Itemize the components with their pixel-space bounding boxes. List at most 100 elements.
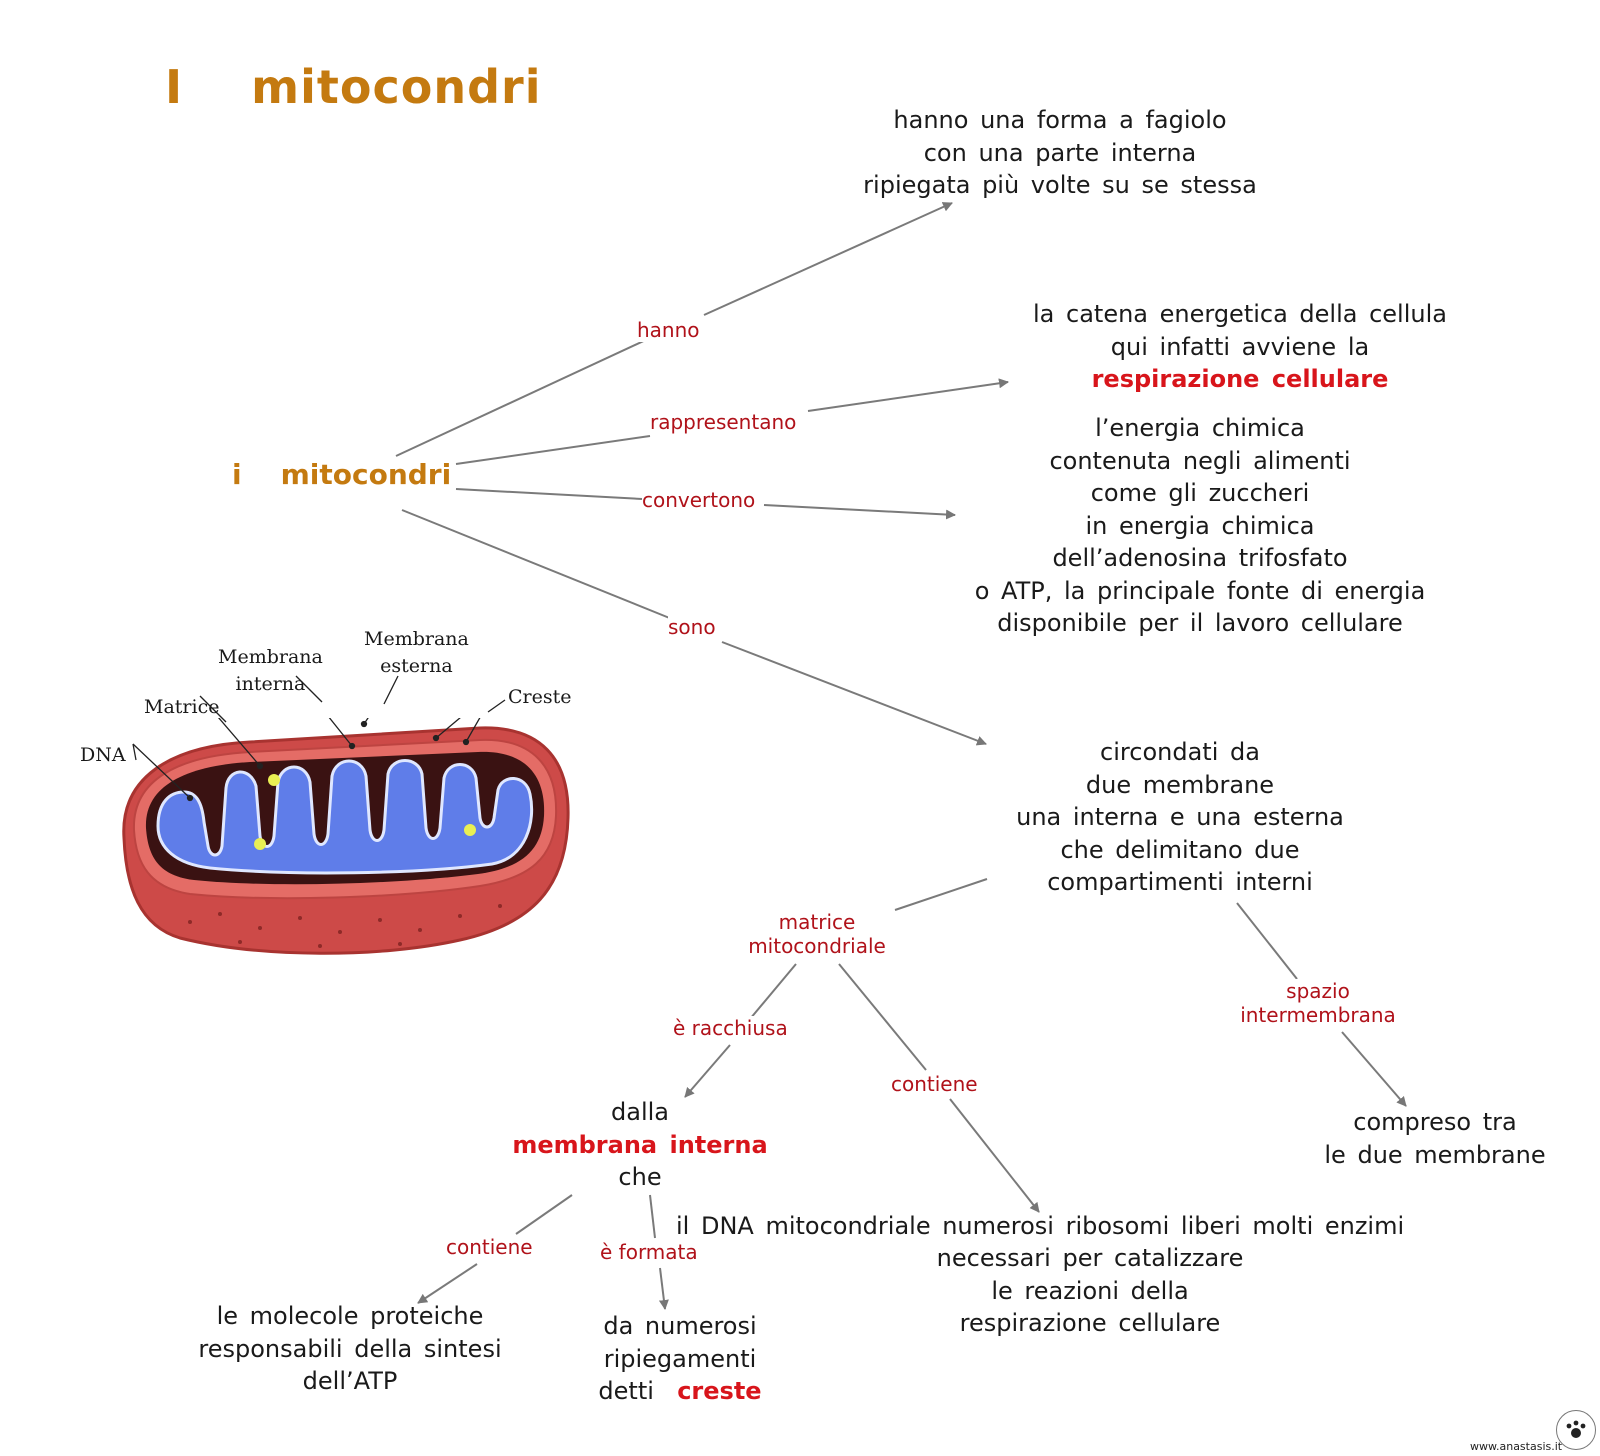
node-dna-ribosomi-enzimi: il DNA mitocondriale numerosi ribosomi l… xyxy=(676,1212,1405,1240)
label-matrice: Matrice xyxy=(144,696,220,718)
node-contenuti-matrice: il DNA mitocondriale numerosi ribosomi l… xyxy=(676,1210,1506,1243)
supermappe-logo xyxy=(1556,1410,1596,1450)
edge-convertono-line-a xyxy=(455,488,643,500)
label-creste: Creste xyxy=(508,686,572,708)
node-catena-highlight: respirazione cellulare xyxy=(1091,365,1389,393)
node-energia-chimica: l’energia chimica contenuta negli alimen… xyxy=(950,412,1450,640)
edge-rappresentano-line-a xyxy=(455,435,651,465)
node-energia-line6: o ATP, la principale fonte di energia xyxy=(974,576,1426,605)
node-forma-line1: hanno una forma a fagiolo xyxy=(893,106,1227,134)
edge-formata-line xyxy=(649,1194,656,1239)
node-numerosi-line1: da numerosi xyxy=(603,1312,757,1340)
node-creste-prefix: detti xyxy=(598,1377,654,1405)
node-membrane-line5: compartimenti interni xyxy=(1047,868,1313,896)
edge-contiene-right-arrow xyxy=(949,1098,1040,1213)
node-enzimi-line1: necessari per catalizzare xyxy=(936,1244,1244,1272)
edge-hanno-arrow xyxy=(703,202,953,316)
edge-formata-arrow xyxy=(658,1267,669,1310)
node-energia-line1: l’energia chimica xyxy=(1095,414,1305,442)
node-membrana-interna: dalla membrana interna che xyxy=(490,1096,790,1194)
node-molecole-line1: le molecole proteiche xyxy=(216,1302,484,1330)
center-node-mitocondri: i mitocondri xyxy=(232,458,452,491)
edge-spazio-arrow xyxy=(1341,1031,1407,1107)
edge-label-matrice-line1: matrice xyxy=(778,910,856,934)
node-energia-line5: dell’adenosina trifosfato xyxy=(1052,544,1348,572)
node-membrane-line1: circondati da xyxy=(1100,738,1260,766)
edge-matrice-line xyxy=(894,878,988,911)
node-enzimi-descrizione: necessari per catalizzare le reazioni de… xyxy=(920,1242,1260,1340)
node-molecole-line2: responsabili della sintesi xyxy=(198,1334,502,1363)
edge-sono-arrow xyxy=(721,641,987,746)
node-energia-line7: disponibile per il lavoro cellulare xyxy=(997,609,1403,637)
granule-3 xyxy=(464,824,476,836)
edge-label-contiene-right: contiene xyxy=(891,1072,978,1096)
granule-1 xyxy=(268,774,280,786)
node-membrana-interna-highlight: membrana interna xyxy=(512,1130,768,1159)
footer-url[interactable]: www.anastasis.it xyxy=(1470,1440,1563,1453)
edge-label-matrice-mitocondriale: matrice mitocondriale xyxy=(742,910,892,958)
edge-label-formata: è formata xyxy=(600,1240,698,1264)
node-catena-line1: la catena energetica della cellula xyxy=(1033,300,1447,328)
node-catena-line2: qui infatti avviene la xyxy=(1110,332,1370,361)
node-membrane-line3: una interna e una esterna xyxy=(1016,803,1344,831)
node-energia-line2: contenuta negli alimenti xyxy=(1049,446,1351,475)
node-che: che xyxy=(618,1163,662,1191)
node-forma-line2: con una parte interna xyxy=(923,138,1197,167)
surface-dots xyxy=(188,904,502,948)
node-enzimi-line2: le reazioni della xyxy=(991,1276,1189,1305)
edge-contiene-left-line xyxy=(515,1194,573,1235)
edge-label-convertono: convertono xyxy=(642,488,756,512)
node-molecole-line3: dell’ATP xyxy=(302,1367,398,1395)
edge-label-spazio-intermembrana: spazio intermembrana xyxy=(1233,979,1403,1027)
edge-racchiusa-arrow xyxy=(684,1044,731,1098)
edge-label-rappresentano: rappresentano xyxy=(650,410,797,434)
edge-label-spazio-line2: intermembrana xyxy=(1240,1003,1396,1027)
edge-label-sono: sono xyxy=(668,615,716,639)
edge-spazio-line xyxy=(1236,902,1298,980)
edge-racchiusa-line xyxy=(749,963,797,1020)
edge-label-matrice-line2: mitocondriale xyxy=(748,934,886,958)
matrix-cristae-shape xyxy=(156,759,534,875)
label-membrana-interna-line1: Membrana xyxy=(218,646,323,668)
node-energia-line4: in energia chimica xyxy=(1085,511,1315,540)
node-forma-line3: ripiegata più volte su se stessa xyxy=(863,171,1257,199)
node-creste-highlight: creste xyxy=(677,1377,762,1405)
edge-label-racchiusa: è racchiusa xyxy=(673,1016,788,1040)
label-membrana-esterna: Membrana esterna xyxy=(364,626,469,680)
edge-hanno-line-a xyxy=(395,337,651,457)
node-numerosi-line2: ripiegamenti xyxy=(603,1344,757,1373)
node-dalla: dalla xyxy=(611,1098,669,1126)
node-ripiegamenti-creste: da numerosi ripiegamenti detti creste xyxy=(555,1310,805,1408)
edge-label-spazio-line1: spazio xyxy=(1286,979,1350,1003)
edge-rappresentano-arrow xyxy=(807,378,1009,412)
edge-label-hanno: hanno xyxy=(637,318,700,342)
edge-label-contiene-left: contiene xyxy=(446,1235,533,1259)
label-membrana-esterna-line2: esterna xyxy=(380,655,453,677)
node-creste-line: detti creste xyxy=(555,1375,805,1408)
edge-convertono-arrow xyxy=(763,504,956,520)
label-membrana-esterna-line1: Membrana xyxy=(364,628,469,650)
node-energia-line3: come gli zuccheri xyxy=(1090,479,1310,507)
mitochondrion-illustration xyxy=(122,718,570,955)
node-membrane-line4: che delimitano due xyxy=(1060,835,1300,864)
node-forma-fagiolo: hanno una forma a fagiolo con una parte … xyxy=(840,104,1280,202)
node-compreso-line2: le due membrane xyxy=(1324,1140,1546,1169)
edge-sono-line-a xyxy=(401,509,673,620)
node-due-membrane: circondati da due membrane una interna e… xyxy=(980,736,1380,899)
label-membrana-interna: Membrana interna xyxy=(218,644,323,698)
page-title: I mitocondri xyxy=(165,60,542,114)
node-compreso-line1: compreso tra xyxy=(1353,1108,1517,1136)
node-enzimi-line3: respirazione cellulare xyxy=(959,1309,1221,1337)
edge-contiene-right-line xyxy=(838,963,927,1071)
node-compreso-tra: compreso tra le due membrane xyxy=(1305,1106,1565,1171)
label-dna: DNA xyxy=(80,744,126,766)
paw-icon xyxy=(1566,1420,1586,1438)
node-membrane-line2: due membrane xyxy=(1085,770,1275,799)
label-membrana-interna-line2: interna xyxy=(235,673,306,695)
node-molecole-proteiche: le molecole proteiche responsabili della… xyxy=(180,1300,520,1398)
granule-2 xyxy=(254,838,266,850)
node-catena-energetica: la catena energetica della cellula qui i… xyxy=(1010,298,1470,396)
